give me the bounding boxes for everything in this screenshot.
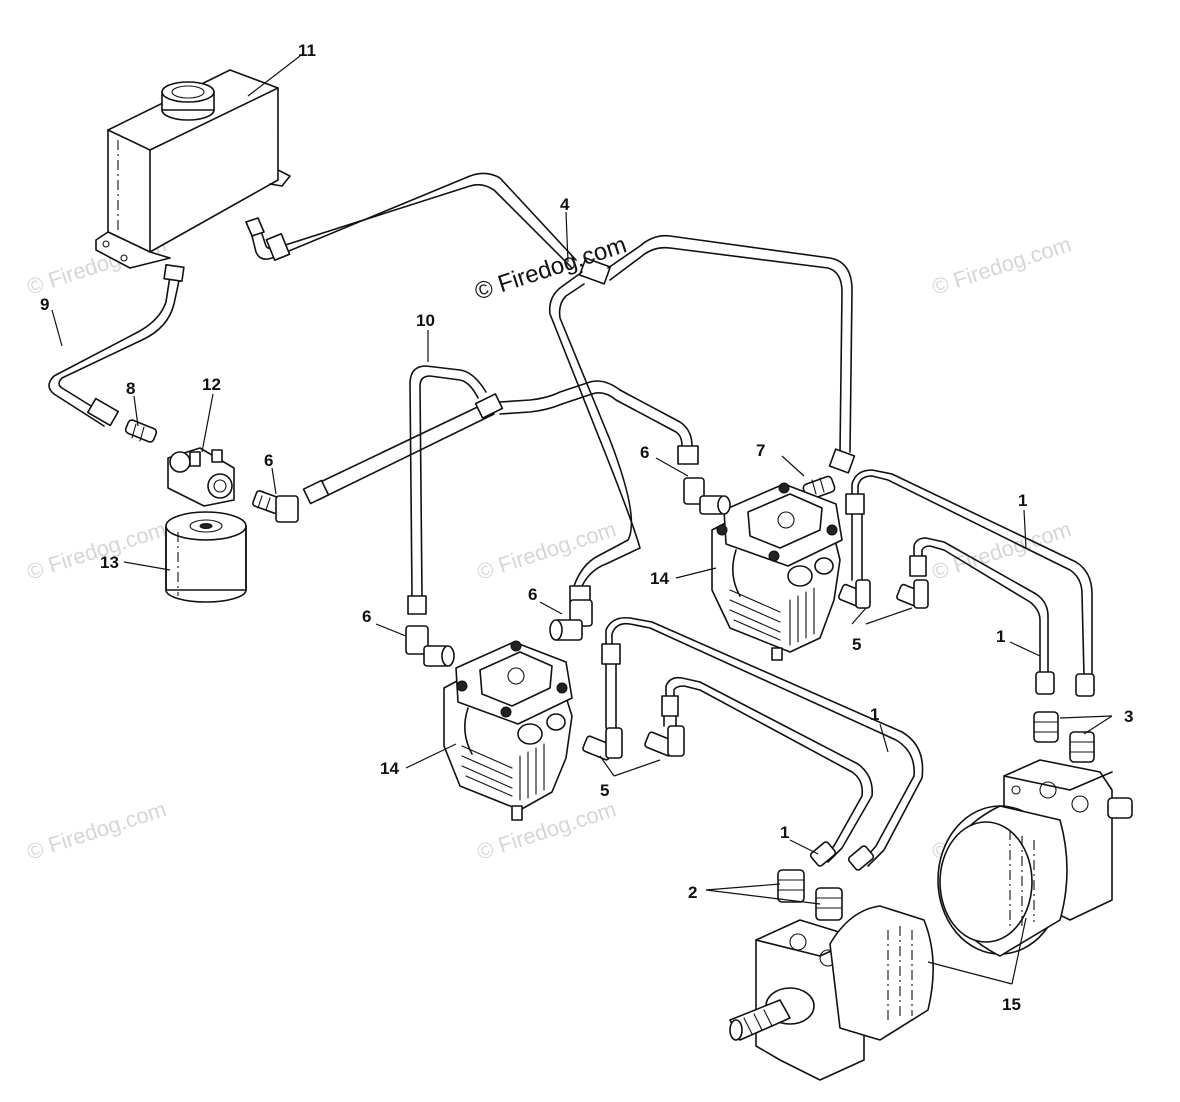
leader-lines: [51, 55, 1113, 985]
elbow-fittings-5-upper: [838, 579, 929, 609]
callout-14-upper: 14: [650, 569, 669, 588]
watermark-tile: © Firedog.com: [929, 231, 1074, 299]
callout-2: 2: [688, 883, 697, 902]
return-hose: [302, 393, 504, 505]
oil-filter: [165, 511, 247, 603]
watermark-tile: © Firedog.com: [474, 796, 619, 864]
callout-4: 4: [560, 195, 570, 214]
watermark-tile: © Firedog.com: [474, 516, 619, 584]
oil-reservoir-tank: [95, 69, 291, 269]
elbow-fitting-6-left: [252, 490, 299, 523]
callout-9: 9: [40, 295, 49, 314]
callout-5-upper: 5: [852, 635, 861, 654]
callout-labels: 11 9 8 12 6 13 10 4 6 7 14 1 5 1 6 6 3 1…: [40, 41, 1133, 1014]
elbow-fitting-6-lower-left: [405, 625, 455, 667]
callout-12: 12: [202, 375, 221, 394]
callout-6-left: 6: [264, 451, 273, 470]
elbow-fittings-5-lower: [582, 725, 685, 761]
callout-6-upper: 6: [640, 443, 649, 462]
callout-7: 7: [756, 441, 765, 460]
tee-fitting-4: [548, 234, 856, 603]
suction-hose: [48, 264, 185, 427]
wheel-motor-right: [937, 759, 1133, 957]
callout-15: 15: [1002, 995, 1021, 1014]
pressure-hoses-upper: [845, 469, 1095, 697]
adaptor-fittings-3: [1033, 711, 1095, 763]
callout-3: 3: [1124, 707, 1133, 726]
callout-5-lower: 5: [600, 781, 609, 800]
elbow-fitting-6-upper: [683, 477, 731, 515]
hydraulic-pump-upper: [711, 482, 843, 661]
callout-6-middle: 6: [528, 585, 537, 604]
callout-8: 8: [126, 379, 135, 398]
hose-fitting-8: [124, 419, 158, 443]
callout-6-lower-left: 6: [362, 607, 371, 626]
watermark-tile: © Firedog.com: [24, 796, 169, 864]
reservoir-outlet-pipe: [245, 172, 577, 269]
callout-10: 10: [416, 311, 435, 330]
callout-11: 11: [298, 41, 316, 60]
callout-1-lower-a: 1: [870, 705, 879, 724]
filter-head: [167, 447, 235, 507]
pressure-hoses-lower: [601, 616, 924, 871]
callout-13: 13: [100, 553, 119, 572]
wheel-motor-left: [729, 905, 934, 1081]
watermark-tile: © Firedog.com: [24, 516, 169, 584]
hydraulic-pump-lower: [443, 640, 573, 821]
callout-1-upper-a: 1: [1018, 491, 1027, 510]
callout-1-upper-b: 1: [996, 627, 1005, 646]
hose-10-loop: [407, 365, 699, 615]
adaptor-fittings-2: [777, 869, 843, 921]
callout-14-lower: 14: [380, 759, 399, 778]
callout-1-lower-b: 1: [780, 823, 789, 842]
elbow-fitting-6-middle: [549, 599, 593, 641]
